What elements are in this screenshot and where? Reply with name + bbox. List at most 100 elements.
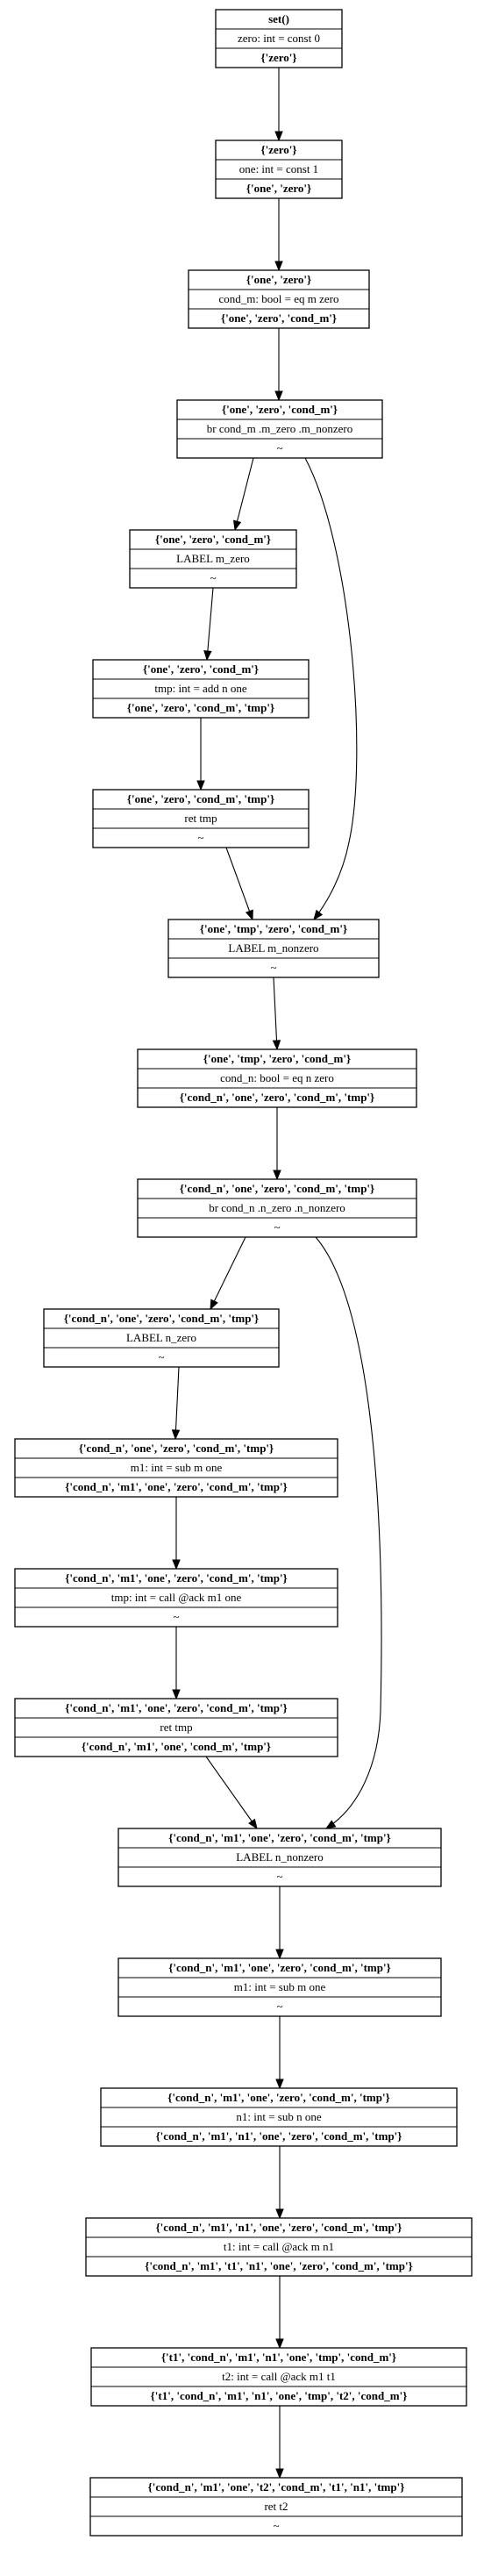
block-node: {'one', 'zero'}cond_m: bool = eq m zero{… [188,269,370,329]
live-out-set: ~ [210,571,216,584]
live-in-set: {'zero'} [260,143,296,156]
arrowhead [274,131,283,142]
edge-arrow [272,977,281,1051]
arrowhead [273,1170,281,1181]
edge-arrow [196,718,205,791]
block-box [117,1828,442,1887]
block-node: {'cond_n', 'one', 'zero', 'cond_m', 'tmp… [137,1178,417,1238]
live-out-set: {'one', 'zero', 'cond_m', 'tmp'} [127,701,274,714]
edge-line [315,1236,382,1829]
instruction: tmp: int = call @ack m1 one [111,1591,242,1604]
block-box [137,1048,417,1108]
instruction: m1: int = sub m one [234,1980,326,1993]
edge-arrow [274,198,283,272]
live-out-set: ~ [197,831,203,844]
instruction: tmp: int = add n one [154,682,246,695]
edge-arrow [205,1756,258,1830]
edge-arrow [275,2276,284,2350]
arrowhead [203,650,212,662]
instruction: m1: int = sub m one [131,1461,223,1474]
live-in-set: set() [268,12,289,25]
live-in-set: {'one', 'zero', 'cond_m', 'tmp'} [127,792,274,805]
edge-line [304,457,358,920]
edge-arrow [210,1236,246,1311]
edge-arrow [203,587,214,662]
live-in-set: {'one', 'tmp', 'zero', 'cond_m'} [200,922,347,935]
live-out-set: ~ [274,1220,280,1234]
live-in-set: {'cond_n', 'm1', 'one', 'zero', 'cond_m'… [65,1701,287,1714]
arrowhead [275,2338,284,2350]
arrowhead [313,909,324,921]
edge-line [273,977,278,1050]
edge-arrow [275,1886,284,1960]
live-out-set: {'zero'} [260,51,296,64]
instruction: cond_m: bool = eq m zero [219,292,339,305]
edge-arrow [275,2016,284,2090]
live-out-set: ~ [273,2519,279,2532]
arrowhead [275,2468,284,2479]
block-box [129,529,297,589]
block-node: {'cond_n', 'one', 'zero', 'cond_m', 'tmp… [14,1438,338,1498]
block-node: {'cond_n', 'm1', 'one', 'zero', 'cond_m'… [117,1828,442,1887]
edge-line [210,1236,246,1310]
block-node: {'one', 'zero', 'cond_m'}br cond_m .m_ze… [176,399,383,459]
arrowhead [274,390,283,402]
instruction: LABEL n_nonzero [236,1850,324,1864]
block-box [167,919,380,978]
live-in-set: {'cond_n', 'one', 'zero', 'cond_m', 'tmp… [64,1312,259,1325]
arrowhead [196,780,205,791]
live-out-set: {'cond_n', 'm1', 'one', 'cond_m', 'tmp'} [82,1740,271,1753]
arrowhead [245,909,253,921]
arrowhead [172,1559,181,1571]
live-out-set: {'one', 'zero', 'cond_m'} [221,311,337,325]
live-in-set: {'one', 'tmp', 'zero', 'cond_m'} [203,1052,351,1065]
block-node: {'cond_n', 'm1', 'one', 'zero', 'cond_m'… [100,2087,458,2147]
edge-arrow [172,1627,181,1700]
arrowhead [248,1818,258,1830]
block-node: {'cond_n', 'm1', 'one', 'zero', 'cond_m'… [14,1698,338,1757]
block-node: {'cond_n', 'm1', 'one', 't2', 'cond_m', … [89,2477,463,2537]
block-box [43,1308,280,1368]
live-in-set: {'cond_n', 'm1', 'one', 'zero', 'cond_m'… [167,2091,389,2104]
block-box [215,9,343,68]
block-node: {'zero'}one: int = const 1{'one', 'zero'… [215,140,343,199]
block-node: {'one', 'zero', 'cond_m', 'tmp'} ret tmp ~ [92,789,310,848]
block-node: {'one', 'zero', 'cond_m'} LABEL m_zero ~ [129,529,297,589]
edge-line [206,587,214,661]
instruction: ret t2 [264,2500,288,2513]
arrowhead [275,2079,284,2090]
arrowhead [275,1949,284,1960]
edge-arrow [274,328,283,402]
block-node: {'t1', 'cond_n', 'm1', 'n1', 'one', 'tmp… [90,2347,467,2407]
block-box [14,1568,338,1628]
arrowhead [233,519,242,532]
instruction: LABEL n_zero [126,1331,196,1344]
live-in-set: {'one', 'zero', 'cond_m'} [155,533,271,546]
edge-arrow [275,2406,284,2479]
instruction: br cond_m .m_zero .m_nonzero [207,422,352,435]
edge-arrow [225,847,253,921]
block-node: {'one', 'tmp', 'zero', 'cond_m'}cond_n: … [137,1048,417,1108]
live-in-set: {'cond_n', 'm1', 'one', 'zero', 'cond_m'… [65,1571,287,1585]
instruction: ret tmp [184,812,217,825]
arrowhead [274,261,283,272]
instruction: LABEL m_zero [176,552,250,565]
block-box [90,2347,467,2407]
block-box [85,2217,473,2277]
edge-line [225,847,253,920]
live-out-set: ~ [158,1350,164,1363]
arrowhead [172,1689,181,1700]
block-box [92,659,310,719]
live-out-set: {'cond_n', 'm1', 'n1', 'one', 'zero', 'c… [156,2129,402,2143]
block-box [137,1178,417,1238]
edge-arrow [233,457,254,532]
live-out-set: {'t1', 'cond_n', 'm1', 'n1', 'one', 'tmp… [151,2389,408,2402]
live-out-set: {'one', 'zero'} [246,182,311,195]
edge-line [205,1756,258,1829]
live-out-set: {'cond_n', 'm1', 't1', 'n1', 'one', 'zer… [145,2259,412,2272]
live-out-set: ~ [270,961,276,974]
arrowhead [275,2208,284,2220]
edge-arrow [171,1366,181,1441]
block-box [14,1438,338,1498]
edge-line [234,457,254,531]
